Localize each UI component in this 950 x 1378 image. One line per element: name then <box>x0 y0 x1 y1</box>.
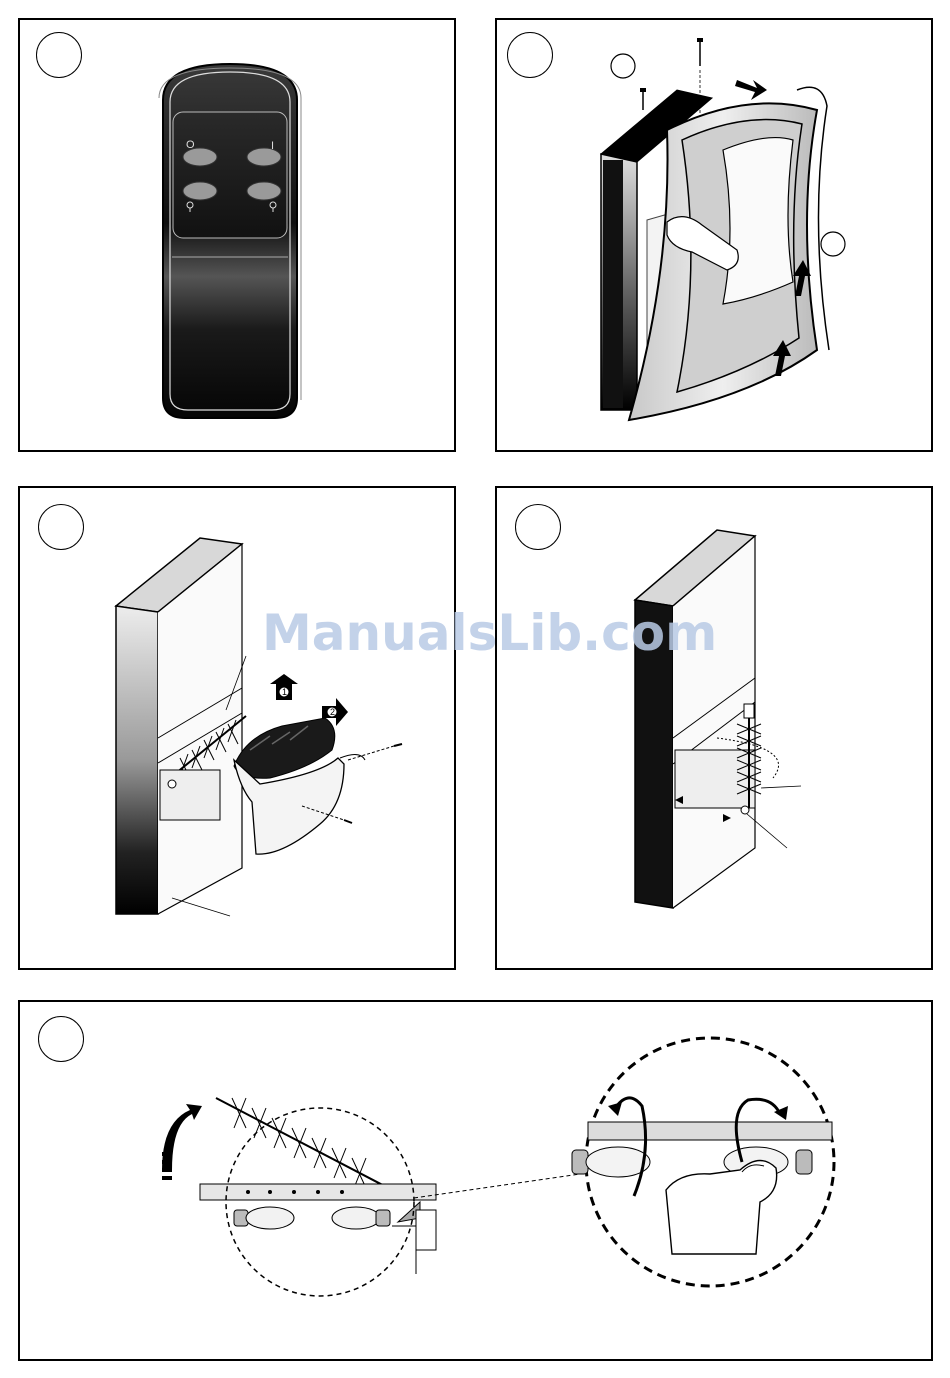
panel-remote-control: O I <box>18 18 456 452</box>
sub-step-label-1: 1 <box>282 687 287 697</box>
watermark: ManualsLib.com <box>262 604 717 662</box>
panel-log-removal: 1 2 <box>18 486 456 970</box>
sub-step-label-2: 2 <box>330 707 335 717</box>
arrow-icon: 1 2 <box>270 674 348 726</box>
panel-spinner-access <box>495 486 933 970</box>
sub-step-circle-a <box>611 54 635 78</box>
light-low-button[interactable] <box>183 182 217 200</box>
halogen-bulb-icon <box>234 1207 390 1229</box>
on-label: I <box>271 140 274 152</box>
flame-spinner-icon <box>216 1098 396 1192</box>
off-label: O <box>186 139 195 151</box>
fireplace-front-illustration <box>497 20 931 450</box>
panel-front-removal <box>495 18 933 452</box>
arrow-icon <box>162 1104 202 1180</box>
sub-step-circle-b <box>821 232 845 256</box>
bulb-replacement-illustration <box>20 1002 931 1359</box>
remote-control-icon: O I <box>20 20 454 450</box>
fireplace-logs-illustration: 1 2 <box>20 488 454 968</box>
light-high-button[interactable] <box>247 182 281 200</box>
panel-bulb-replacement <box>18 1000 933 1361</box>
fireplace-spinner-illustration <box>497 488 931 968</box>
on-button[interactable] <box>247 148 281 166</box>
